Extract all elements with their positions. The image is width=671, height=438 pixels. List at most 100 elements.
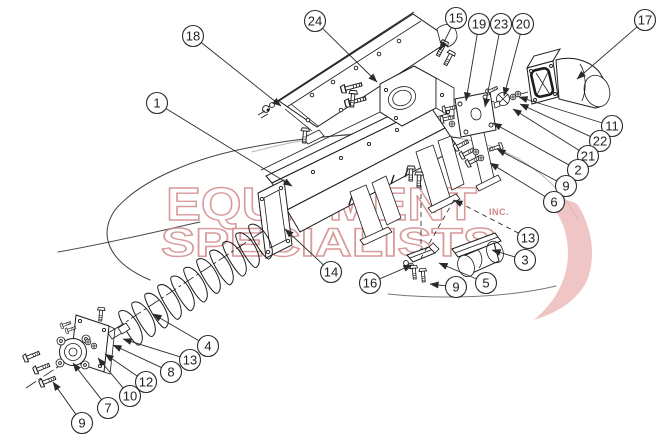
callout-5: 5 [438,262,498,295]
callout-24: 24 [303,9,378,83]
callout-23: 23 [483,12,513,108]
callout-leader [576,26,638,80]
callout-number: 8 [167,365,174,380]
callout-22: 22 [519,103,612,153]
callout-number: 7 [104,401,111,416]
callout-balloon [542,190,566,214]
callout-number: 9 [78,416,85,431]
callout-leader [438,262,477,280]
callout-balloon [70,411,94,435]
clamp-alignment-dashed [420,199,455,259]
callout-balloon [554,174,578,198]
callout-leader [502,34,521,97]
callout-balloon [181,24,205,48]
hydraulic-motor [525,48,611,109]
callout-balloon [118,384,142,408]
callout-leader [97,357,124,389]
hinge-rod-spring-knob [257,102,275,119]
callout-number: 15 [449,11,463,26]
cover-hinge-rod [261,11,415,112]
callout-number: 24 [308,14,322,29]
callout-leader [284,228,324,266]
callout-12: 12 [104,353,158,394]
callout-balloon [159,360,183,384]
callout-balloon [513,248,537,272]
callout-9: 9 [496,148,578,198]
callout-14: 14 [284,228,343,284]
callout-number: 1 [153,96,160,111]
callout-leader [104,353,138,377]
watermark-text-inc: INC. [489,207,509,217]
callout-leader [519,103,591,138]
callout-balloon [588,129,612,153]
callout-balloon [145,91,169,115]
callout-number: 12 [139,375,153,390]
callout-number: 14 [324,265,338,280]
callout-20: 20 [502,12,535,97]
callout-17: 17 [576,8,657,80]
callout-number: 9 [452,280,459,295]
cover-screws [305,38,402,123]
callout-leader [512,108,580,151]
drive-coupler [493,90,522,109]
callout-8: 8 [112,344,183,384]
callout-number: 11 [605,119,619,134]
callout-leader [492,122,570,166]
callout-balloon [474,271,498,295]
callout-number: 19 [472,17,486,32]
discharge-spout [451,232,504,278]
spout-clamp-bracket [403,242,440,270]
callout-1: 1 [145,91,293,187]
callout-15: 15 [439,6,468,51]
callout-leader [379,264,413,280]
callout-balloon [196,334,220,358]
callout-balloon [303,9,327,33]
callout-leader [152,313,200,342]
callout-leader [491,249,516,258]
callout-leader [483,34,500,108]
callout-18: 18 [181,24,282,107]
callout-number: 17 [638,13,652,28]
watermark-red-crescent [534,200,593,320]
right-support-legs [415,135,465,214]
callout-number: 13 [183,353,197,368]
callout-leader [489,162,546,197]
callout-leader [496,148,557,182]
callout-number: 10 [123,389,137,404]
callout-2: 2 [492,122,590,182]
auger-spiral-path [118,223,273,346]
cover-fold-line [286,20,422,108]
callout-balloon [319,260,343,284]
callout-13: 13 [122,338,202,372]
callout-number: 22 [593,134,607,149]
callout-13: 13 [453,199,540,250]
callout-11: 11 [518,96,624,138]
callout-balloon [96,396,120,420]
callout-7: 7 [72,362,120,420]
callout-number: 5 [482,276,489,291]
callout-number: 18 [186,29,200,44]
callout-number: 6 [550,195,557,210]
callout-balloon [358,271,382,295]
callout-number: 16 [363,276,377,291]
callout-leader [165,108,293,187]
callout-balloon [134,370,158,394]
callout-10: 10 [97,357,142,408]
callout-number: 13 [521,231,535,246]
callout-leader [429,281,446,289]
callout-balloon [633,8,657,32]
callout-16: 16 [358,264,413,295]
callout-balloon [516,226,540,250]
auger-spiral [107,223,273,346]
callout-leader [439,27,452,51]
callout-number: 9 [562,179,569,194]
callout-19: 19 [463,12,491,102]
auger-trough [260,92,502,246]
motor-end-cap [583,74,611,108]
callout-balloon [178,348,202,372]
callout-leader [112,344,162,368]
callout-number: 3 [521,253,528,268]
